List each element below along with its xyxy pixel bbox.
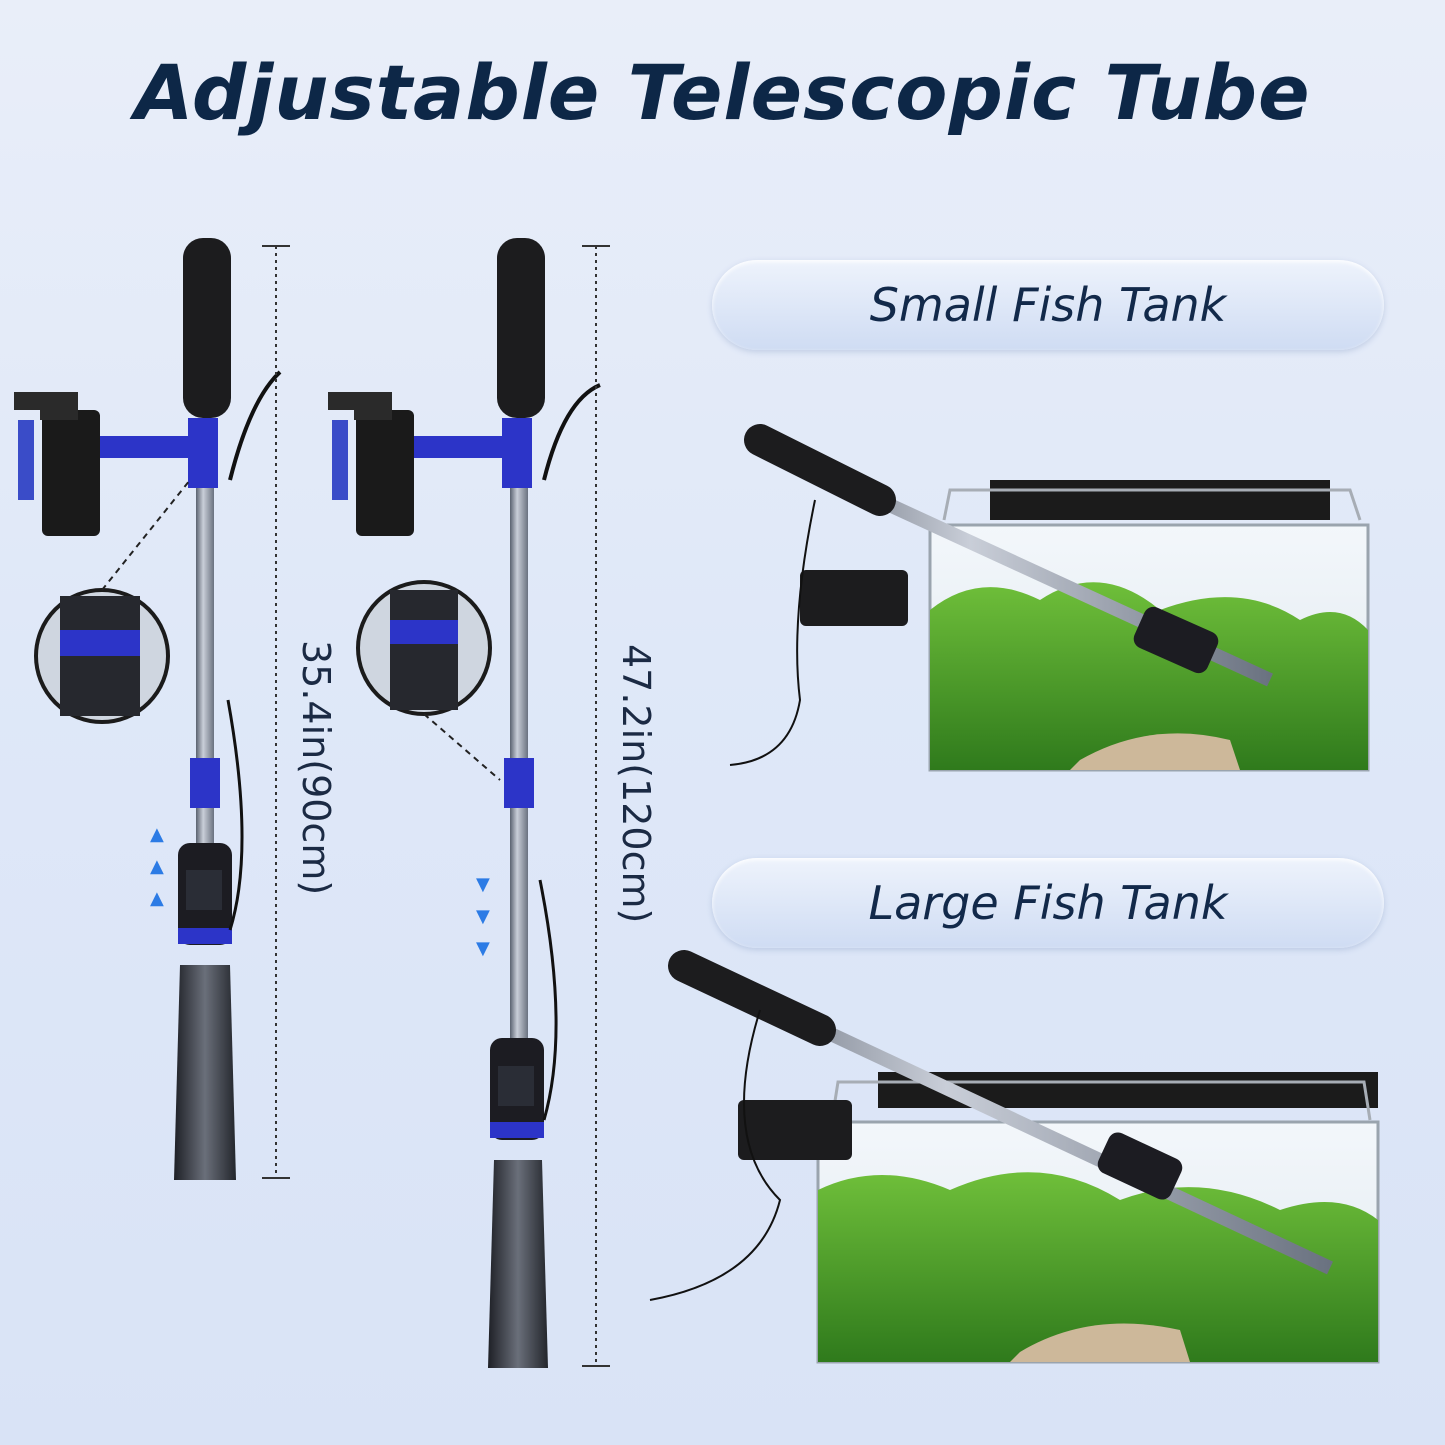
large-fish-tank-illustration	[649, 950, 1380, 1364]
tube-upper	[196, 488, 214, 758]
svg-text:▲: ▲	[150, 824, 164, 845]
long-siphon-device: ▼ ▼ ▼	[328, 238, 610, 1368]
svg-text:▼: ▼	[476, 906, 490, 927]
svg-text:▲: ▲	[150, 888, 164, 909]
t-joint	[96, 436, 208, 458]
svg-text:▼: ▼	[476, 938, 490, 959]
nozzle	[174, 965, 236, 1180]
small-fish-tank-illustration	[729, 424, 1370, 772]
dimension-label-long: 47.2in(120cm)	[614, 644, 658, 924]
dimension-label-short: 35.4in(90cm)	[294, 640, 338, 896]
side-motor	[42, 410, 100, 536]
small-fish-tank-label: Small Fish Tank	[712, 260, 1384, 350]
short-siphon-device: ▲ ▲ ▲	[14, 238, 290, 1180]
svg-text:▲: ▲	[150, 856, 164, 877]
page-title: Adjustable Telescopic Tube	[134, 48, 1311, 137]
large-fish-tank-label: Large Fish Tank	[712, 858, 1384, 948]
svg-text:▼: ▼	[476, 874, 490, 895]
handle	[183, 238, 231, 418]
